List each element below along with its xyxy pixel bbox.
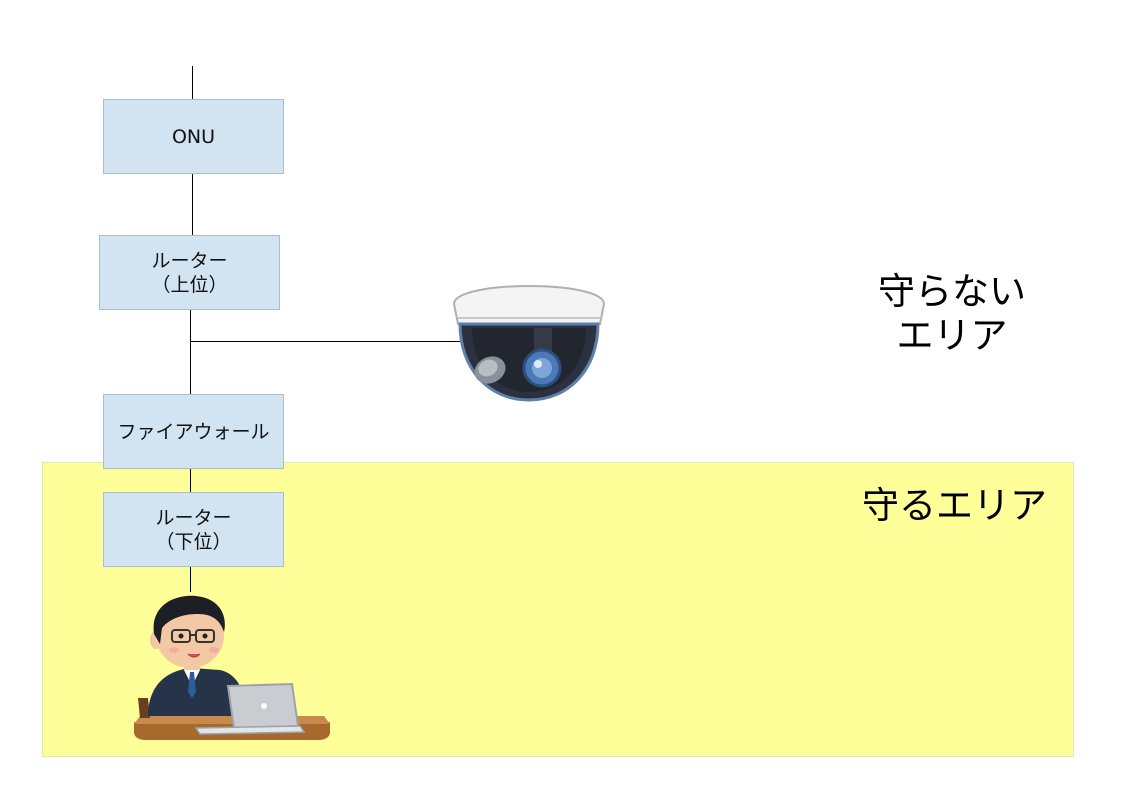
firewall-node: ファイアウォール: [103, 394, 284, 469]
router-firewall-line: [190, 310, 191, 394]
unprotected-area-label: 守らない エリア: [862, 270, 1042, 358]
lower-router-label: ルーター: [155, 506, 232, 529]
lower-router-node: ルーター （下位）: [103, 492, 284, 567]
upper-router-node: ルーター （上位）: [99, 235, 280, 310]
router-user-line: [190, 567, 191, 592]
firewall-router-line: [190, 468, 191, 492]
lower-router-sublabel: （下位）: [155, 530, 232, 553]
camera-link-line: [190, 341, 462, 342]
office-worker-icon: [134, 595, 330, 740]
protected-area-label: 守るエリア: [862, 484, 1047, 527]
onu-label: ONU: [171, 125, 216, 148]
onu-node: ONU: [103, 99, 284, 174]
upper-router-label: ルーター: [151, 249, 228, 272]
upper-router-sublabel: （上位）: [151, 273, 228, 296]
onu-router-line: [192, 174, 193, 235]
security-camera-icon: [452, 285, 606, 402]
uplink-line: [192, 66, 193, 99]
unprotected-area-line1: 守らない: [878, 270, 1026, 313]
firewall-label: ファイアウォール: [117, 420, 270, 443]
unprotected-area-line2: エリア: [896, 314, 1008, 357]
